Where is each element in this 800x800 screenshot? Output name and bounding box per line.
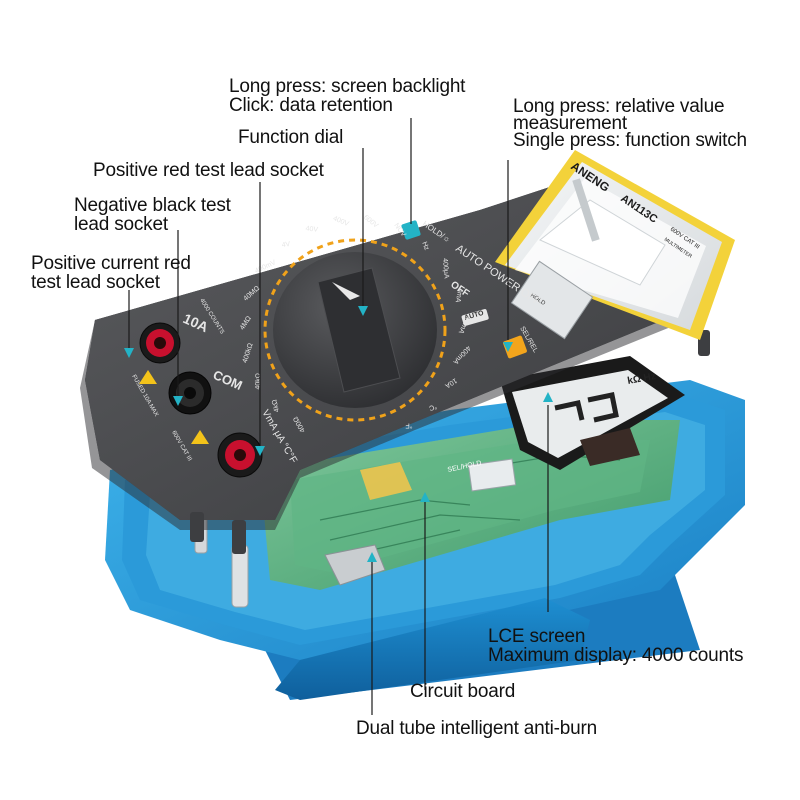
dial-mark: 40V [305, 225, 318, 233]
callout-screen-line-2: Maximum display: 4000 counts [488, 645, 744, 666]
callout-screen: LCE screen Maximum display: 4000 counts [488, 627, 743, 665]
leader-lines [128, 118, 549, 715]
auto-badge [461, 309, 489, 326]
dial-mark: 400μA [441, 258, 450, 279]
screen-window: ANENG AN113C 600V CAT III MULTIMETER HOL… [495, 150, 735, 340]
dial-mark: 40kΩ [255, 373, 262, 390]
dial-mark: 400V [332, 215, 350, 228]
callout-anti-burn: Dual tube intelligent anti-burn [356, 719, 597, 738]
callout-black-socket: Negative black test lead socket [74, 196, 231, 234]
callout-antiburn-line-1: Dual tube intelligent anti-burn [356, 718, 597, 739]
callout-backlight-line-2: Click: data retention [229, 95, 393, 116]
callout-circuit-board: Circuit board [410, 682, 515, 701]
callout-backlight: Long press: screen backlight Click: data… [229, 77, 465, 115]
lcd-ribbon [580, 428, 640, 466]
dial-mark: °F [405, 422, 412, 430]
callout-red-socket-line-1: Positive red test lead socket [93, 160, 324, 181]
circuit-board: SEL/HOLD [194, 420, 680, 608]
callout-backlight-line-1: Long press: screen backlight [229, 76, 466, 97]
leader-arrows [124, 226, 553, 562]
pcb-component [467, 458, 517, 492]
callout-current-socket: Positive current red test lead socket [31, 254, 191, 292]
dial-mark: 4kΩ [271, 399, 281, 413]
callout-black-socket-line-2: lead socket [74, 214, 168, 235]
callout-relative-line-1: Long press: relative value [513, 96, 725, 117]
dial-grip [317, 267, 401, 393]
dial-mark: °C [428, 402, 438, 412]
panel-peg [232, 520, 246, 554]
dial-mark: 4V [281, 241, 291, 249]
fuse-cylinder [231, 544, 249, 608]
callout-screen-line-1: LCE screen [488, 626, 586, 647]
callout-relative-value: Long press: relative value measurement S… [513, 96, 747, 151]
dial-mark: 600V [362, 214, 379, 230]
callout-current-socket-line-1: Positive current red [31, 253, 191, 274]
callout-function-dial: Function dial [238, 128, 343, 147]
callout-current-socket-line-2: test lead socket [31, 272, 160, 293]
function-dial[interactable] [263, 238, 447, 422]
socket-com [168, 371, 212, 415]
lcd-digits [554, 392, 619, 423]
callout-dial-line-1: Function dial [238, 127, 344, 148]
lcd-unit-text: kΩ Hz [627, 371, 657, 387]
lcd-module: kΩ Hz [500, 356, 685, 470]
panel-peg [190, 512, 204, 542]
pcb-spring-clip [324, 544, 386, 586]
socket-vma [217, 432, 263, 478]
callout-red-socket: Positive red test lead socket [93, 161, 324, 180]
callout-black-socket-line-1: Negative black test [74, 195, 231, 216]
screen-bracket [572, 178, 600, 242]
callout-board-line-1: Circuit board [410, 681, 516, 702]
warning-triangle-icon [191, 430, 209, 444]
dial-mark: 4mA [454, 287, 464, 303]
socket-10a [139, 322, 181, 364]
callout-relative-line-3: Single press: function switch [513, 130, 747, 151]
dial-pointer [332, 282, 360, 300]
inner-lcd [510, 260, 594, 340]
dial-mark: Hz [420, 241, 430, 252]
callout-relative-line-2: measurement [513, 113, 627, 134]
warning-triangle-icon [139, 370, 157, 384]
pcb-rubber-contacts [360, 462, 412, 500]
